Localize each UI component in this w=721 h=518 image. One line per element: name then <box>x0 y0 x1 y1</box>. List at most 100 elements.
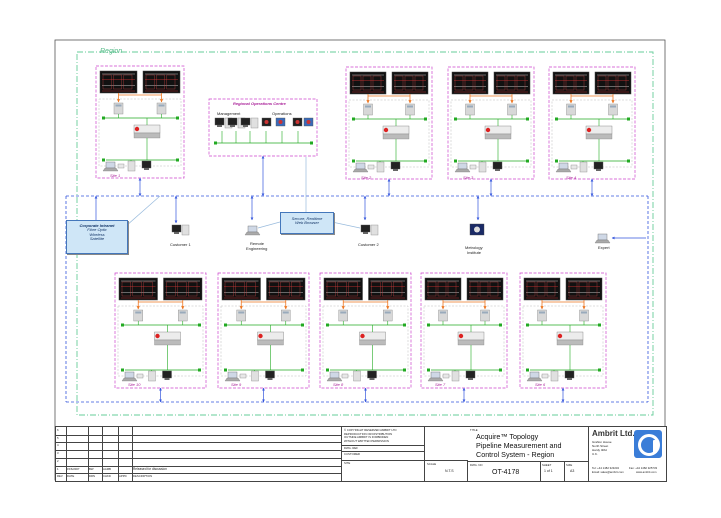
copyright-line-3: OUTSIDE AMBRIT IS FORBIDDEN <box>344 435 389 439</box>
io-rack <box>457 339 485 346</box>
corporate-line-1: Corporate Intranet <box>79 223 115 228</box>
title-line-1: Acquire™ Topology <box>476 432 539 441</box>
switch-node <box>555 159 558 163</box>
schematic-block <box>123 74 133 90</box>
revision-header-desc: DESCRIPTION <box>133 474 153 479</box>
laptop-icon <box>430 371 441 379</box>
site-lan-box <box>98 98 182 167</box>
copyright-line-2: REPRODUCTION OR DISTRIBUTION <box>344 431 393 436</box>
site-10 <box>114 272 207 389</box>
server-bay <box>482 311 488 314</box>
operator-icon <box>306 120 311 124</box>
workstation-stand <box>230 125 235 127</box>
laptop-base <box>121 377 138 382</box>
schematic-block <box>506 75 516 91</box>
workstation-icon <box>360 224 371 233</box>
switch-node <box>598 368 601 372</box>
revision-cell-desc: Released for discussion <box>133 466 167 471</box>
switch-node <box>198 368 201 372</box>
site-border <box>114 272 207 389</box>
site-1 <box>95 65 185 179</box>
site-field-label: SITE <box>344 460 351 465</box>
ambrit-badge-icon <box>458 333 464 339</box>
laptop-base <box>526 377 543 382</box>
phone-icon <box>541 373 549 379</box>
workstation-stand <box>164 378 170 380</box>
schematic-block <box>555 75 565 91</box>
switch-node <box>326 323 329 327</box>
address-line-1: Grafton House <box>592 440 612 444</box>
laptop-base <box>102 167 119 172</box>
revision-header-drn: DRN <box>89 474 96 479</box>
server-bay <box>179 311 186 314</box>
switch-node <box>121 323 124 327</box>
title-line-2: Pipeline Measurement and <box>476 441 562 450</box>
site-7 <box>420 272 508 389</box>
copyright-line-4: WITHOUT WRITTEN PERMISSION <box>344 438 389 443</box>
laptop-icon <box>247 225 258 233</box>
server-bay <box>158 104 165 107</box>
switch-node <box>176 116 179 120</box>
pc-tower-icon <box>148 370 156 382</box>
schematic-block <box>145 74 155 90</box>
ambrit-badge-icon <box>258 333 263 339</box>
server-bay <box>282 311 289 314</box>
workstation-stand <box>596 169 601 171</box>
workstation-stand <box>495 169 500 171</box>
schematic-block <box>290 281 301 297</box>
monitor-icon <box>323 277 363 301</box>
remote-eng-label-1: Remote <box>250 241 265 246</box>
company-fax: Fax: +44 1482 325733 <box>629 466 658 470</box>
workstation-icon <box>214 117 225 126</box>
monitor-icon <box>368 277 408 301</box>
schematic-block <box>156 74 165 90</box>
secure-line-2: Web Browser <box>295 220 319 226</box>
switch-node <box>352 159 355 163</box>
io-rack <box>382 133 410 140</box>
pc-tower-icon <box>451 370 460 382</box>
customer1-label: Customer 1 <box>170 242 191 247</box>
company-web: www.ambrit.com <box>636 470 657 474</box>
scale-block: SCALE N.T.S <box>425 460 468 482</box>
switch-node <box>310 141 313 145</box>
workstation-stand <box>243 125 248 127</box>
secure-connector <box>331 221 361 229</box>
site-label-3: Site 3 <box>463 175 474 180</box>
switch-node <box>526 368 529 372</box>
laptop-icon <box>124 371 135 379</box>
server-bay <box>407 105 413 108</box>
monitor-icon <box>594 71 632 95</box>
schematic-block <box>588 281 598 297</box>
switch-node <box>424 117 427 121</box>
switch-node <box>102 158 105 162</box>
site-border <box>217 272 310 389</box>
corporate-line-4: Satellite <box>89 236 105 242</box>
corporate-intranet-box: Corporate Intranet Fibre Optic Wireless … <box>66 220 128 254</box>
server-bay <box>467 105 473 108</box>
site-label-6: Site 6 <box>535 382 546 387</box>
switch-node <box>198 323 201 327</box>
schematic-block <box>235 281 245 297</box>
switch-node <box>326 368 329 372</box>
workstation-icon <box>162 370 172 379</box>
phone-icon <box>442 373 450 379</box>
title-line-3: Control System - Region <box>476 450 555 459</box>
pc-tower-icon <box>181 224 190 236</box>
server-bay <box>539 311 545 314</box>
site-4 <box>548 66 636 180</box>
switch-node <box>403 323 406 327</box>
revision-cell-chkd: AAMB <box>103 466 111 471</box>
server-bay <box>365 105 371 108</box>
ambrit-badge-icon <box>485 127 491 133</box>
schematic-block <box>382 281 392 297</box>
site-lan-box <box>551 99 633 168</box>
io-rack <box>359 339 386 346</box>
site-label-9: Site 9 <box>231 382 242 387</box>
schematic-block <box>102 74 112 90</box>
workstation-icon <box>141 160 152 169</box>
secure-browser-box: Secure, Realtime Web Browser <box>280 212 334 234</box>
site-8 <box>319 272 412 389</box>
switch-node <box>176 158 179 162</box>
switch-node <box>224 323 227 327</box>
switch-node <box>427 323 430 327</box>
